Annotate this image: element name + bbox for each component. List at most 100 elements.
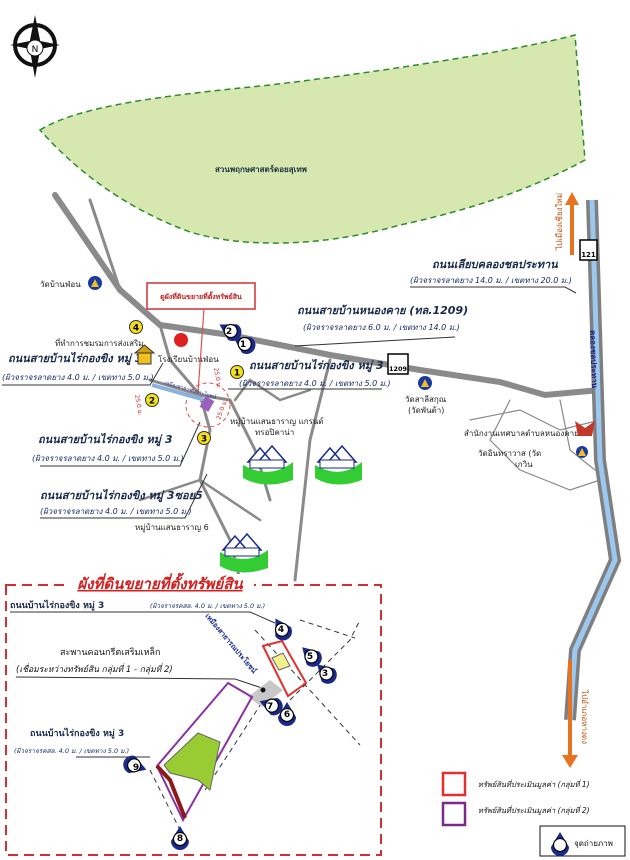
svg-text:ถนนสายบ้านไร่กองขิง หมู่ 3: ถนนสายบ้านไร่กองขิง หมู่ 3	[38, 432, 173, 447]
site-parcel	[199, 396, 215, 412]
site-radius	[185, 382, 231, 428]
legend-group-1: ทรัพย์สินที่ประเมินมูลค่า (กลุ่มที่ 1)	[478, 779, 590, 789]
temple-inthra-alt-label: เกวิน	[515, 460, 533, 469]
svg-text:ถนนเลียบคลองชลประทาน: ถนนเลียบคลองชลประทาน	[432, 258, 558, 271]
temple-sali-alt-label: (วัดพันต้า)	[408, 406, 444, 415]
svg-text:8: 8	[177, 834, 183, 844]
svg-text:9: 9	[133, 763, 139, 773]
fire-station-icon	[174, 333, 188, 347]
inset-road-left-spec: (ผิวจราจรคสล. 4.0 ม. / เขตทาง 5.0 ม.)	[14, 747, 129, 755]
svg-text:121: 121	[581, 251, 596, 259]
bridge	[248, 680, 283, 707]
park-area	[38, 34, 586, 244]
temple-inthra-label: วัดอินทราวาส (วัด	[478, 449, 541, 458]
inset-road-left: ถนนบ้านไร่กองขิง หมู่ 3	[30, 727, 124, 739]
bridge-label: สะพานคอนกรีตเสริมเหล็ก	[60, 645, 160, 658]
north-compass-icon: N	[10, 15, 60, 78]
temple-fon-label: วัดบ้านฟ่อน	[40, 280, 81, 289]
camera-point-2: 2	[214, 316, 246, 345]
arrow-south-icon	[562, 660, 578, 768]
road-label-2: ถนนสายบ้านหนองคาย (ทล.1209) (ผิวจราจรลาด…	[294, 304, 468, 347]
callout-box[interactable]: ดูผังที่ดินขยายที่ตั้งทรัพย์สิน	[146, 282, 256, 393]
legend: ทรัพย์สินที่ประเมินมูลค่า (กลุ่มที่ 1) ท…	[441, 771, 626, 857]
small-canal	[151, 383, 206, 402]
camera-point-4: 4	[267, 613, 296, 645]
marker-1: 1	[230, 365, 244, 379]
village-icon	[220, 532, 268, 573]
parcel-group-1	[261, 639, 308, 698]
svg-text:5: 5	[307, 652, 313, 662]
svg-text:(ผิวจราจรลาดยาง 4.0 ม. / เขตทา: (ผิวจราจรลาดยาง 4.0 ม. / เขตทาง 5.0 ม.)	[239, 379, 391, 388]
svg-text:1: 1	[234, 369, 240, 379]
canal-water	[567, 199, 618, 721]
svg-text:2: 2	[149, 397, 155, 407]
svg-text:ถนนสายบ้านหนองคาย (ทล.1209): ถนนสายบ้านหนองคาย (ทล.1209)	[297, 304, 468, 317]
camera-point-5: 5	[295, 640, 327, 672]
municipal-office-label: สำนักงานเทศบาลตำบลหนองคาย	[464, 429, 579, 438]
svg-text:(ผิวจราจรลาดยาง 4.0 ม. / เขตทา: (ผิวจราจรลาดยาง 4.0 ม. / เขตทาง 5.0 ม.)	[32, 454, 184, 463]
svg-text:4: 4	[278, 625, 284, 635]
arrow-north-icon	[565, 192, 579, 255]
svg-text:ถนนสายบ้านไร่กองขิง หมู่ 3: ถนนสายบ้านไร่กองขิง หมู่ 3	[8, 351, 143, 366]
road-label-4: ถนนสายบ้านไร่กองขิง หมู่ 3 (ผิวจราจรลาดย…	[32, 421, 201, 467]
road-label-5: ถนนสายบ้านไร่กองขิง หมู่ 3ซอย5 (ผิวจราจร…	[40, 473, 208, 519]
svg-text:(ผิวจราจรลาดยาง 6.0 ม. / เขตทา: (ผิวจราจรลาดยาง 6.0 ม. / เขตทาง 14.0 ม.)	[303, 323, 460, 332]
svg-text:4: 4	[133, 324, 139, 334]
legend-swatch-group-1	[441, 771, 467, 797]
camera-point-7: 7	[255, 692, 286, 719]
inset-road-top: ถนนบ้านไร่กองขิง หมู่ 3	[10, 599, 104, 611]
svg-text:(ผิวจราจรลาดยาง 4.0 ม. / เขตทา: (ผิวจราจรลาดยาง 4.0 ม. / เขตทาง 5.0 ม.)	[40, 507, 192, 516]
highway-shield-121: 121	[579, 239, 598, 261]
svg-text:(ผิวจราจรลาดยาง 14.0 ม. / เขตท: (ผิวจราจรลาดยาง 14.0 ม. / เขตทาง 20.0 ม.…	[410, 276, 572, 285]
temple-icon	[418, 376, 432, 390]
marker-4: 4	[129, 320, 143, 334]
village-6-label: หมู่บ้านแสนธาราญ 6	[135, 523, 209, 533]
camera-point-8: 8	[170, 825, 190, 851]
dimension-label: 25.0 ม.	[212, 367, 223, 389]
camera-point-1: 1	[228, 329, 260, 358]
temple-icon	[576, 446, 588, 458]
village-icon	[243, 444, 293, 485]
bridge-spec: (เชื่อมระหว่างทรัพย์สิน กลุ่มที่ 1 - กลุ…	[16, 663, 173, 675]
svg-text:2: 2	[226, 327, 232, 337]
road-label-6: ถนนเลียบคลองชลประทาน (ผิวจราจรลาดยาง 14.…	[410, 258, 577, 294]
svg-text:1: 1	[240, 340, 246, 350]
svg-text:3: 3	[201, 435, 207, 445]
camera-point-9: 9	[120, 752, 151, 779]
legend-photo-point: จุดถ่ายภาพ	[574, 839, 613, 848]
dimension-label: 25.0 ม.	[133, 394, 144, 416]
temple-sali-label: วัดสาลีสกุณ	[405, 395, 447, 404]
road-label-1: ถนนสายบ้านไร่กองขิง หมู่ 3 (ผิวจราจรลาดย…	[2, 351, 164, 386]
marker-2: 2	[145, 393, 159, 407]
inset-road-edges	[149, 619, 361, 841]
village-grand-label-2: ทรอปิคาน่า	[255, 428, 294, 437]
svg-text:ถนนสายบ้านไร่กองขิง หมู่ 3ซอย5: ถนนสายบ้านไร่กองขิง หมู่ 3ซอย5	[40, 488, 203, 503]
dimension-label: 25.0 ม.	[215, 398, 229, 420]
inset-canal-label: เหมืองสาธารณประโยชน์	[203, 612, 258, 676]
legend-swatch-group-2	[441, 801, 467, 827]
parcel-group-2	[155, 681, 254, 823]
village-icon	[315, 444, 362, 485]
svg-text:6: 6	[284, 710, 290, 720]
temple-icon	[88, 276, 102, 290]
club-office-label: ที่ทำการชมรมการส่งเสริม	[55, 337, 144, 348]
highway-shield-1209: 1209	[387, 353, 409, 375]
building-group-1	[271, 652, 291, 671]
camera-point-3: 3	[310, 657, 342, 689]
svg-text:(ผิวจราจรลาดยาง 4.0 ม. / เขตทา: (ผิวจราจรลาดยาง 4.0 ม. / เขตทาง 5.0 ม.)	[2, 373, 154, 382]
canal-label: คลองชลประทาน	[588, 330, 599, 389]
garuda-emblem-icon	[575, 421, 595, 436]
school-label: โรงเรียนบ้านฟ่อน	[158, 354, 219, 364]
road-label-3: ถนนสายบ้านไร่กองขิง หมู่ 3 (ผิวจราจรลาดย…	[228, 358, 391, 390]
camera-point-6: 6	[277, 701, 297, 727]
boundary-line	[155, 764, 187, 819]
svg-text:ถนนสายบ้านไร่กองขิง หมู่ 3: ถนนสายบ้านไร่กองขิง หมู่ 3	[249, 358, 384, 373]
inset-frame	[5, 584, 382, 856]
village-grand-label: หมู่บ้านแสนธาราญ แกรนด์	[230, 416, 324, 427]
marker-3: 3	[197, 431, 211, 445]
road-network	[52, 192, 603, 582]
svg-text:7: 7	[267, 702, 273, 712]
compass-label: N	[32, 45, 39, 55]
